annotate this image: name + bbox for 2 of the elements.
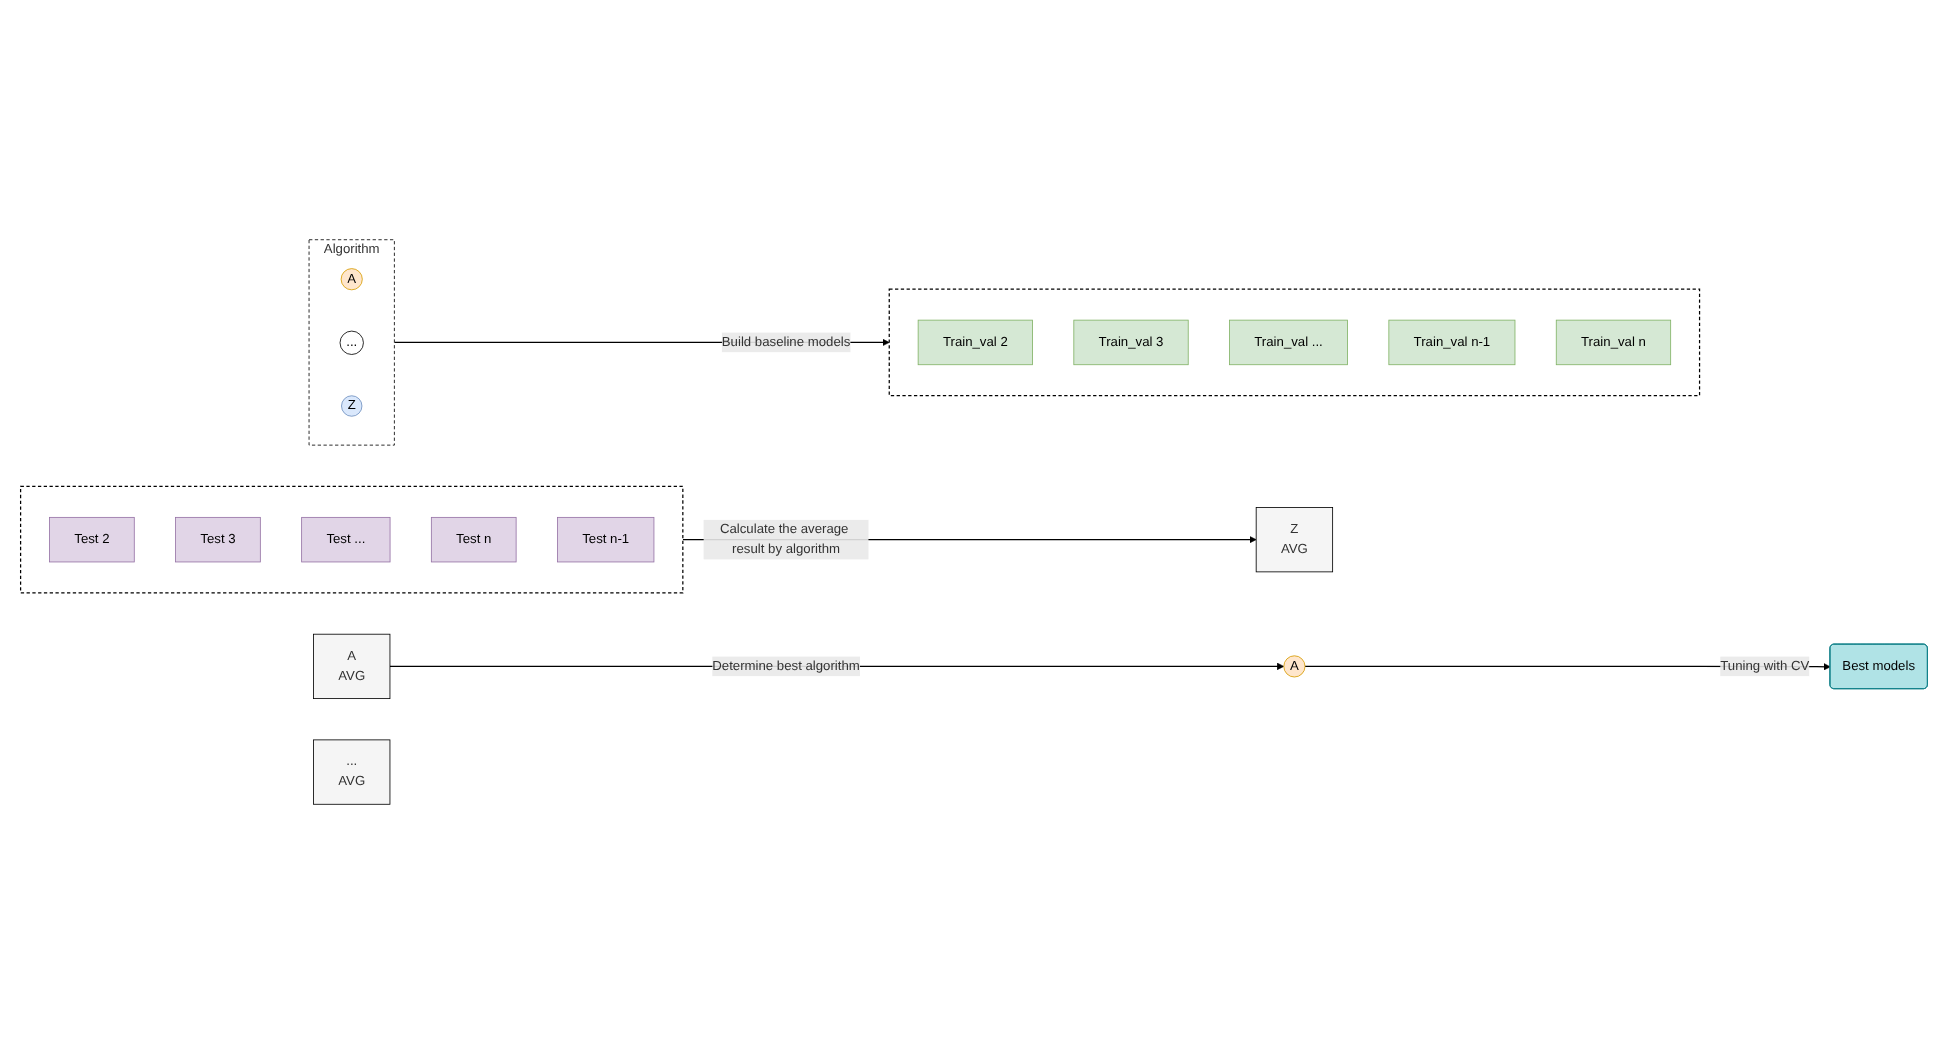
cluster	[20, 485, 684, 594]
cluster	[888, 288, 1701, 397]
